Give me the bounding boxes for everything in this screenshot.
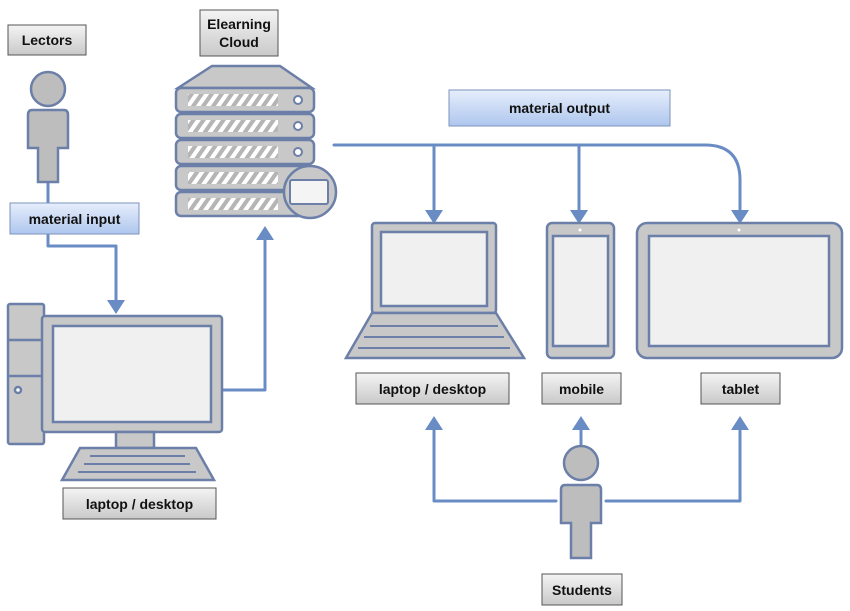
desktop-to-cloud-line: [220, 234, 267, 392]
server-icon: [173, 64, 317, 218]
student-person-icon: [559, 444, 603, 560]
laptop-icon: [343, 221, 527, 360]
cloud-screen-badge: [282, 164, 338, 220]
connectors: [46, 143, 742, 503]
arrow-to-cloud: [256, 226, 274, 240]
student-laptop-label: laptop / desktop: [379, 381, 486, 397]
tablet-label-box: tablet: [700, 372, 781, 405]
mobile-label: mobile: [559, 381, 604, 397]
lector-device-label: laptop / desktop: [86, 496, 193, 512]
cloud-label-line2: Cloud: [219, 34, 259, 50]
tablet-label: tablet: [722, 381, 760, 397]
arrow-up-laptop: [425, 416, 443, 430]
student-to-tablet-line: [604, 420, 742, 503]
lectors-label: Lectors: [22, 32, 73, 48]
student-laptop-label-box: laptop / desktop: [355, 372, 510, 405]
mobile-label-box: mobile: [541, 372, 622, 405]
cloud-label-line1: Elearning: [207, 16, 271, 32]
lector-person-icon: [26, 70, 70, 184]
material-input-label-box: material input: [9, 202, 140, 235]
arrow-up-mobile: [572, 416, 590, 430]
students-label-box: Students: [541, 573, 623, 606]
arrow-to-mobile: [570, 210, 588, 224]
material-output-label: material output: [509, 100, 610, 116]
arrow-up-tablet: [731, 416, 749, 430]
student-to-laptop-line: [432, 420, 558, 503]
cloud-label-box: Elearning Cloud: [199, 9, 279, 57]
mobile-phone-icon: [545, 221, 616, 360]
arrow-to-tablet: [731, 210, 749, 224]
arrowheads: [107, 210, 749, 430]
material-input-label: material input: [29, 211, 121, 227]
desktop-computer-icon: [6, 302, 224, 482]
tablet-icon: [635, 221, 844, 360]
students-label: Students: [552, 582, 612, 598]
arrow-to-desktop: [107, 300, 125, 314]
arrow-to-laptop: [425, 210, 443, 224]
lectors-label-box: Lectors: [7, 24, 87, 56]
material-output-label-box: material output: [448, 89, 671, 127]
desktop-tower: [6, 302, 46, 446]
lector-device-label-box: laptop / desktop: [62, 487, 217, 520]
input-to-desktop-line: [46, 232, 118, 307]
cloud-to-devices-line: [332, 143, 742, 216]
